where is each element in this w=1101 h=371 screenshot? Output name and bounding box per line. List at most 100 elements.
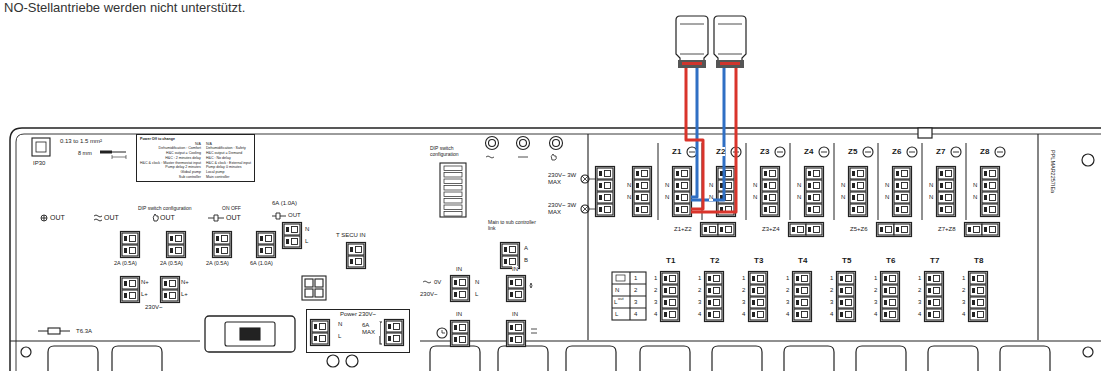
terminal-label: 2 [918,287,921,294]
misc-parts [437,328,447,338]
terminal-label: T SECU IN [336,232,366,239]
terminal-label: N [797,194,801,201]
terminal-label: L+ [141,291,148,298]
terminal-label: L+ [181,291,188,298]
zone-label: T8 [974,256,983,265]
terminal-blocks [213,232,232,258]
terminal-label: Z7+Z8 [938,226,956,233]
setting-text: N/A [206,142,251,146]
zone-label: Z5 [848,147,857,156]
terminal-blocks [981,167,1000,217]
terminal-label: 3 [962,299,965,306]
terminal-blocks [969,272,988,322]
terminal-label: N [338,321,342,328]
zone-label: Z7 [936,147,945,156]
terminal-label: 2 [830,287,833,294]
terminal-label: 4 [742,311,745,318]
terminal-label: N [885,182,889,189]
terminal-label: 2 [634,287,637,294]
terminal-blocks [877,223,912,237]
terminal-label: 2A (0.5A) [206,260,229,266]
misc-parts [315,279,323,287]
terminal-label: N+ [181,279,189,286]
terminal-label: ON OFF [222,206,241,212]
terminal-label: 230V~ [145,304,163,311]
wire-strip-icon [112,155,126,159]
actuator-wires [691,68,697,197]
actuator-wires [691,68,724,200]
terminal-label: OUT [288,212,301,219]
misc-parts [444,179,462,184]
terminal-label: 3 [742,299,745,306]
terminal-label: IN [512,266,518,273]
terminal-label: 2A (0.5A) [160,260,183,266]
terminal-label: 1 [918,275,921,282]
housing-outline [1083,347,1093,357]
housing-outline [10,340,1101,341]
terminal-label: 2 [874,287,877,294]
terminal-label: N [475,279,479,286]
terminal-blocks [385,320,404,346]
terminal-label: N [973,194,977,201]
terminal-blocks [161,277,180,303]
terminal-blocks [701,223,736,237]
terminal-blocks [849,167,868,217]
zone-label: T4 [798,256,807,265]
terminal-label: N [841,182,845,189]
setting-text: Main controller [206,175,251,179]
terminal-label: 2 [786,287,789,294]
housing-outline [1082,154,1094,166]
wire-strip-icon [36,142,46,152]
terminal-label: OUT [226,214,241,222]
terminal-label: 0.13 to 1.5 mm² [60,138,102,145]
terminal-blocks [761,167,780,217]
terminal-blocks [717,167,736,217]
misc-parts [240,328,260,340]
terminal-blocks [507,276,526,302]
terminal-label: OUT [50,214,65,222]
misc-parts [305,289,313,297]
terminal-blocks [311,320,330,346]
wire-strip-icon [100,151,112,154]
terminal-blocks [881,272,900,322]
terminal-blocks [893,167,912,217]
misc-parts [305,279,313,287]
terminal-label: N [753,194,757,201]
misc-parts [225,322,275,346]
wire-strip-icon [32,138,126,159]
terminal-label: 4 [698,311,701,318]
zone-label: Z2 [716,147,725,156]
setting-text: H&C & clock : External input [206,161,251,165]
misc-parts [302,276,326,300]
note-text: NO-Stellantriebe werden nicht unterstütz… [4,1,245,16]
misc-parts [38,137,1005,353]
terminal-label: T6.3A [76,328,92,335]
terminal-label: DIP switch configuration [430,146,474,158]
terminal-label: 230V~ 3W MAX [548,172,578,186]
misc-parts [486,154,556,160]
terminal-blocks [749,272,768,322]
terminal-label: 1 [962,275,965,282]
terminal-label: N [753,182,757,189]
terminal-label: IN [456,311,462,318]
terminal-blocks [705,272,724,322]
terminal-blocks [596,167,615,217]
zone-label: T2 [710,256,719,265]
terminal-blocks [805,167,824,217]
housing-outline [588,134,1038,340]
zone-label: T3 [754,256,763,265]
misc-parts [486,137,499,150]
output-symbols [41,215,47,221]
terminal-label: 4 [786,311,789,318]
terminal-label: 3 [654,299,657,306]
terminal-label: 2 [742,287,745,294]
terminal-blocks [673,167,692,217]
terminal-label: N [709,194,713,201]
terminal-label: 3 [786,299,789,306]
terminal-label: 230V~ 3W MAX [548,202,578,216]
dip-info-box: Power Off to changeN/AN/ADehumidificatio… [136,134,255,182]
actuator-wires [686,68,736,212]
terminal-label: DIP switch configuration [138,206,192,212]
terminal-blocks [661,272,680,322]
